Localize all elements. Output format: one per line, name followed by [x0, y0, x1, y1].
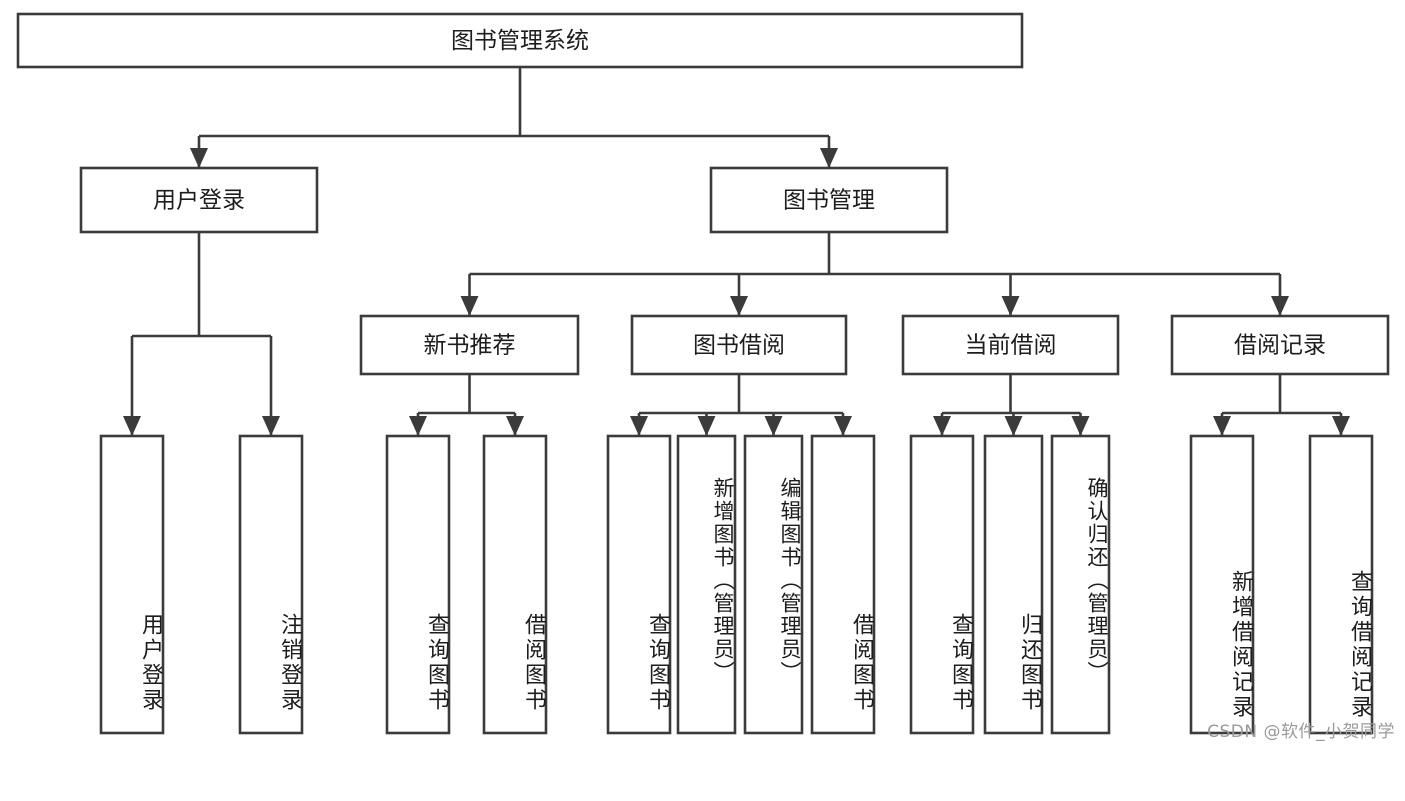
arrow-user-login [190, 148, 208, 168]
node-box-book-borrow[interactable] [630, 314, 848, 376]
arrow-leaf-query-book-3 [933, 416, 951, 436]
node-label-current-borrow: 当前借阅 [965, 333, 1057, 359]
node-box-root[interactable] [16, 12, 1024, 69]
diagram-canvas: 图书管理系统用户登录图书管理新书推荐图书借阅当前借阅借阅记录 用户登录注销登录查… [16, 12, 1395, 742]
leaf-box-leaf-user-login[interactable] [99, 434, 165, 735]
leaf-box-leaf-return-book[interactable] [983, 434, 1044, 735]
arrow-leaf-query-record [1332, 416, 1350, 436]
arrow-leaf-add-record [1213, 416, 1231, 436]
node-box-user-login[interactable] [79, 166, 319, 234]
arrow-leaf-query-book-1 [409, 416, 427, 436]
arrow-leaf-borrow-book-1 [506, 416, 524, 436]
node-box-current-borrow[interactable] [901, 314, 1120, 376]
node-label-borrow-record: 借阅记录 [1234, 333, 1326, 359]
arrow-leaf-edit-book [764, 416, 783, 436]
watermark-text: CSDN @软件_小贺同学 [1207, 722, 1395, 742]
arrow-leaf-query-book-2 [630, 416, 648, 436]
arrow-leaf-logout [262, 416, 280, 436]
leaf-box-leaf-query-book-3[interactable] [909, 434, 975, 735]
arrow-new-book-rec [460, 296, 479, 316]
connectors-layer [123, 67, 1350, 436]
leaf-box-leaf-logout[interactable] [238, 434, 304, 735]
leaf-box-leaf-borrow-book-1[interactable] [482, 434, 548, 735]
leaf-box-leaf-add-book[interactable] [676, 434, 737, 735]
arrow-current-borrow [1001, 296, 1020, 316]
node-box-borrow-record[interactable] [1170, 314, 1390, 376]
node-box-book-manage[interactable] [709, 166, 949, 234]
node-label-new-book-rec: 新书推荐 [424, 333, 516, 359]
leaf-box-leaf-query-record[interactable] [1308, 434, 1374, 735]
node-label-book-manage: 图书管理 [783, 188, 875, 214]
arrow-leaf-add-book [697, 416, 716, 436]
leaf-box-leaf-add-record[interactable] [1189, 434, 1255, 735]
arrow-borrow-record [1271, 296, 1289, 316]
node-label-user-login: 用户登录 [153, 188, 245, 214]
node-label-root: 图书管理系统 [451, 28, 589, 54]
leaf-box-leaf-borrow-book-2[interactable] [810, 434, 876, 735]
nodes-layer [16, 12, 1390, 735]
arrow-leaf-confirm-return [1071, 416, 1090, 436]
leaf-box-leaf-query-book-2[interactable] [606, 434, 672, 735]
leaf-box-leaf-edit-book[interactable] [743, 434, 804, 735]
arrow-leaf-user-login [123, 416, 141, 436]
node-box-new-book-rec[interactable] [359, 314, 580, 376]
leaf-box-leaf-query-book-1[interactable] [385, 434, 451, 735]
arrow-book-borrow [730, 296, 748, 316]
arrow-leaf-return-book [1004, 416, 1023, 436]
arrow-leaf-borrow-book-2 [834, 416, 852, 436]
node-label-book-borrow: 图书借阅 [693, 333, 785, 359]
arrow-book-manage [820, 148, 838, 168]
leaf-box-leaf-confirm-return[interactable] [1050, 434, 1111, 735]
